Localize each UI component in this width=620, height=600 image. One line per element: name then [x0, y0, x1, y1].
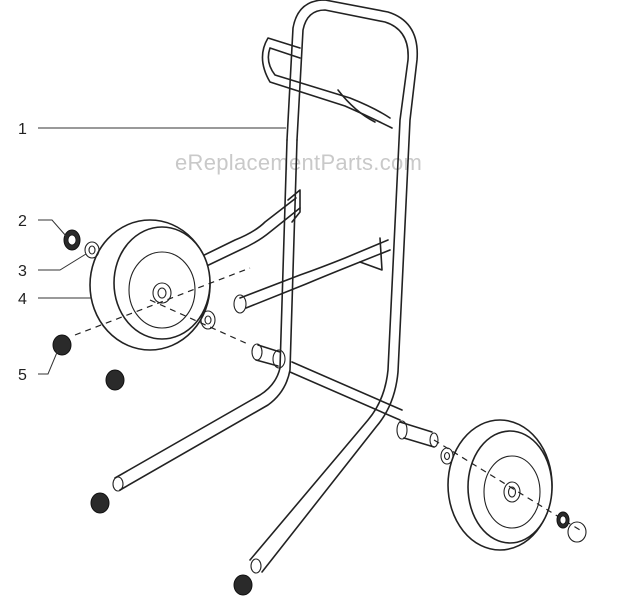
- axle-centerline-upper: [74, 267, 251, 336]
- leader-2: [38, 219, 67, 237]
- wheel-left: [89, 219, 211, 351]
- washer-inner: [200, 310, 216, 330]
- axle-centerline-lower: [149, 299, 251, 346]
- wheel-right: [447, 419, 553, 551]
- callout-4: 4: [18, 291, 27, 308]
- leader-3: [38, 253, 87, 271]
- callout-2: 2: [18, 213, 27, 230]
- retaining-cap: [63, 229, 81, 251]
- leader-5: [38, 349, 59, 375]
- watermark: eReplacementParts.com: [175, 150, 422, 175]
- washer-right-inner: [440, 447, 454, 465]
- callout-1: 1: [18, 121, 27, 138]
- callout-5: 5: [18, 367, 27, 384]
- end-cap: [52, 334, 253, 596]
- hub-cap-right: [567, 521, 587, 543]
- washer: [84, 241, 100, 259]
- washer-right-outer: [556, 511, 570, 529]
- callout-3: 3: [18, 263, 27, 280]
